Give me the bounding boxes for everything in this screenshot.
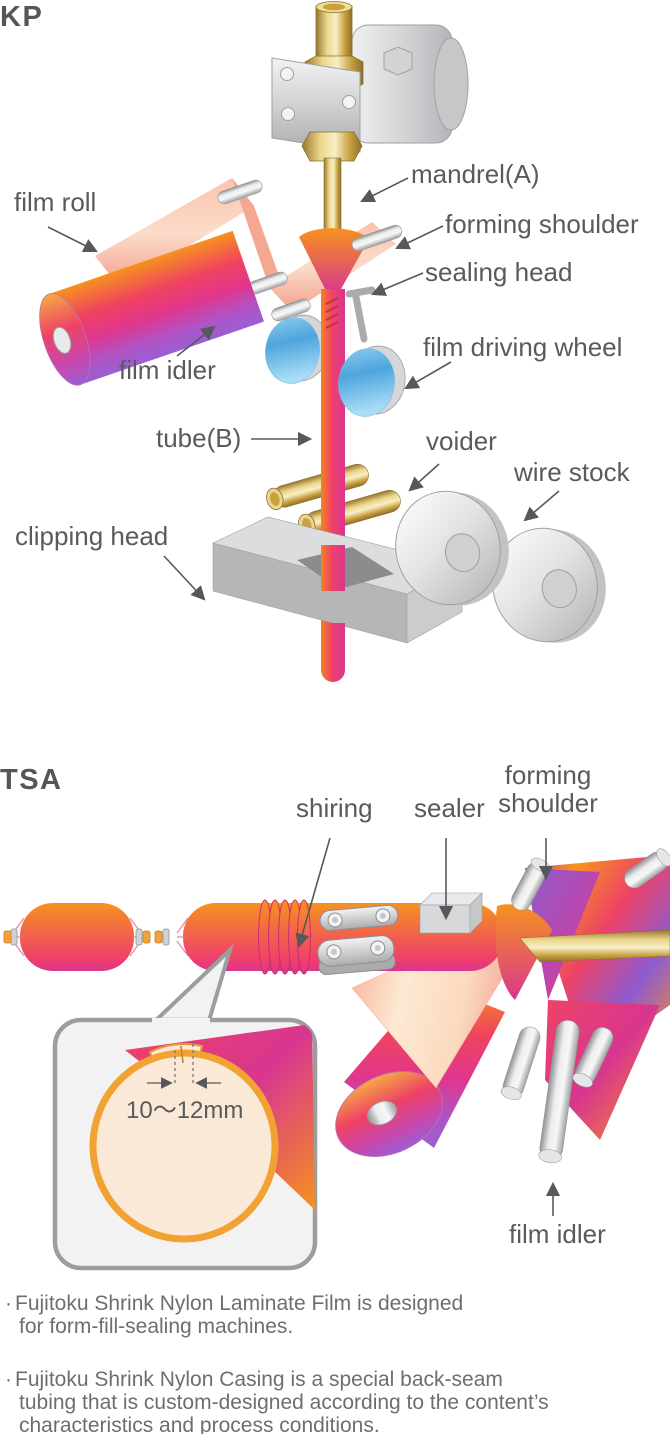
kp-wire-stock-graphic <box>395 490 606 643</box>
footnotes: ·Fujitoku Shrink Nylon Laminate Film is … <box>5 1292 653 1434</box>
kp-sealing-head-graphic <box>345 286 376 343</box>
kp-film-driving-wheel-left-graphic <box>265 314 330 384</box>
tsa-cone-graphic <box>495 904 552 1000</box>
label-film-idler: film idler <box>119 355 216 385</box>
bullet-icon: · <box>5 1292 12 1315</box>
label-tsa-forming-shoulder-line1: forming <box>504 760 592 790</box>
kp-label-arrows <box>47 177 560 601</box>
label-sealer: sealer <box>414 793 485 823</box>
tsa-top-rollers-graphic <box>511 848 670 911</box>
note-casing: ·Fujitoku Shrink Nylon Casing is a speci… <box>5 1368 653 1434</box>
note-line: for form-fill-sealing machines. <box>19 1315 294 1338</box>
label-seam-width: 10〜12mm <box>126 1097 244 1124</box>
label-sealing-head: sealing head <box>425 257 573 287</box>
label-voider: voider <box>426 426 497 456</box>
label-clipping-head: clipping head <box>15 521 169 551</box>
kp-film-roll-graphic <box>39 230 264 386</box>
label-mandrel: mandrel(A) <box>411 159 540 189</box>
kp-filler-head-graphic <box>271 1 469 162</box>
label-tsa-forming-shoulder-line2: shoulder <box>498 788 598 818</box>
kp-forming-shoulder-graphic <box>299 224 403 295</box>
label-shiring: shiring <box>296 793 373 823</box>
label-film-driving-wheel: film driving wheel <box>423 332 623 362</box>
tsa-sealer-graphic <box>419 892 483 934</box>
tsa-product-graphic <box>3 903 189 971</box>
note-line: characteristics and process conditions. <box>19 1414 380 1434</box>
kp-section-title: KP <box>0 1 44 33</box>
bullet-icon: · <box>5 1368 12 1391</box>
kp-film-driving-wheel-right-graphic <box>338 345 406 417</box>
tsa-label-arrows <box>295 837 561 1216</box>
tsa-mandrel-graphic <box>519 929 670 963</box>
label-tsa-forming-shoulder: forming shoulder <box>492 761 604 817</box>
label-wire-stock: wire stock <box>514 457 630 487</box>
tsa-section-title: TSA <box>0 764 63 796</box>
note-line: tubing that is custom-designed according… <box>19 1391 549 1414</box>
tsa-film-idler-rollers-graphic <box>500 1020 614 1164</box>
label-tsa-film-idler: film idler <box>509 1219 606 1249</box>
note-laminate-film: ·Fujitoku Shrink Nylon Laminate Film is … <box>5 1292 653 1338</box>
label-tube: tube(B) <box>156 423 242 453</box>
tsa-illustration <box>3 837 670 1271</box>
tsa-clamps-graphic <box>317 904 399 976</box>
label-forming-shoulder: forming shoulder <box>445 209 639 239</box>
note-line: Fujitoku Shrink Nylon Laminate Film is d… <box>15 1292 464 1315</box>
note-line: Fujitoku Shrink Nylon Casing is a specia… <box>15 1368 503 1391</box>
kp-illustration <box>39 1 606 682</box>
tsa-seam-callout-graphic <box>52 943 318 1271</box>
label-film-roll: film roll <box>14 187 97 217</box>
